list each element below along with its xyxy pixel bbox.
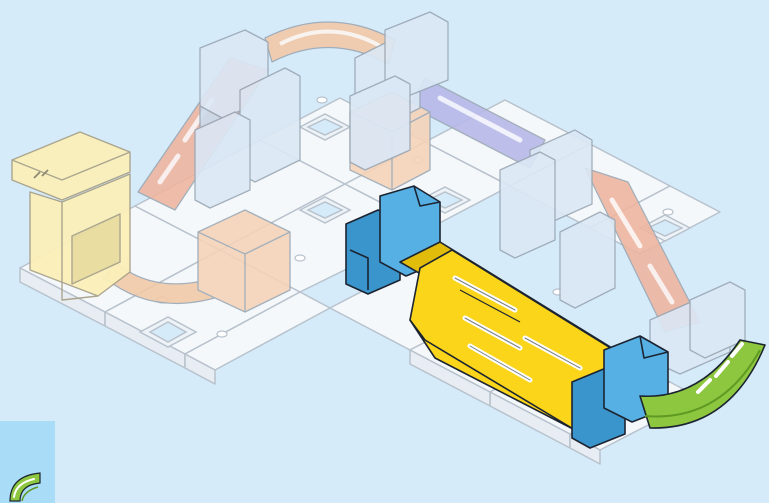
faded-orange-block [198, 210, 290, 312]
green-curve-icon [0, 421, 55, 503]
part-thumbnail[interactable] [0, 421, 55, 503]
